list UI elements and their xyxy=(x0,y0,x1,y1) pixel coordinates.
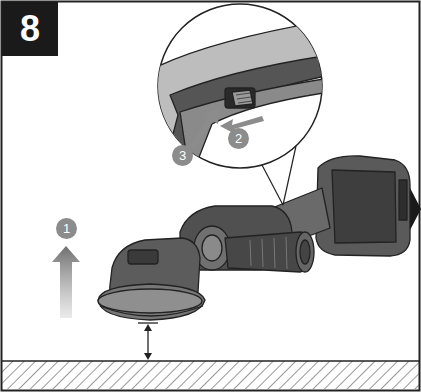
ground-line xyxy=(2,360,419,362)
angle-grinder xyxy=(98,156,410,320)
callout-text: 2 xyxy=(235,131,242,146)
callout-number: 2 xyxy=(228,128,249,149)
switch-detail xyxy=(150,20,330,165)
lift-arrow xyxy=(52,246,80,318)
callout-number: 3 xyxy=(172,145,193,166)
gap-dimension xyxy=(138,323,158,360)
callout-text: 1 xyxy=(63,221,70,236)
callout-number: 1 xyxy=(56,218,77,239)
step-number-box: 8 xyxy=(2,2,58,56)
slide-arrow xyxy=(190,108,219,149)
callout-text: 3 xyxy=(179,148,186,163)
ground-hatch xyxy=(2,361,419,389)
step-number: 8 xyxy=(20,8,40,50)
